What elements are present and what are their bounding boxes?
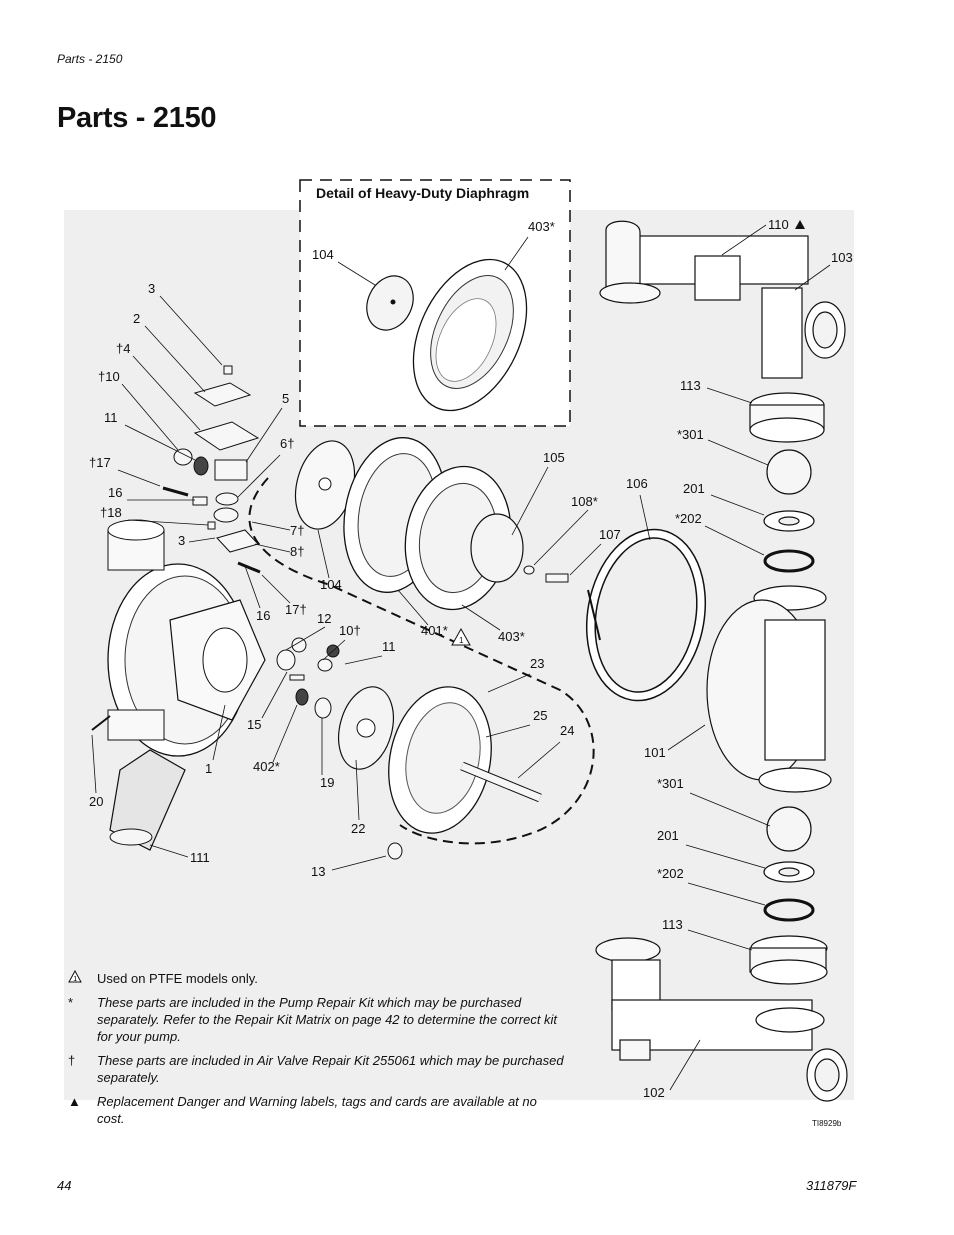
note-air-valve-kit: † These parts are included in Air Valve … bbox=[64, 1052, 564, 1086]
note-labels-text: Replacement Danger and Warning labels, t… bbox=[97, 1094, 537, 1126]
callout: 108* bbox=[571, 494, 598, 509]
callout: *301 bbox=[657, 776, 684, 791]
callout: 107 bbox=[599, 527, 621, 542]
callout: 12 bbox=[317, 611, 331, 626]
callout: 8† bbox=[290, 544, 304, 559]
callout: *202 bbox=[675, 511, 702, 526]
ptfe-warning-icon: 1 bbox=[451, 627, 471, 646]
callout: 16 bbox=[256, 608, 270, 623]
inlet-manifold bbox=[595, 937, 848, 1102]
center-section bbox=[91, 519, 266, 757]
callout: 22 bbox=[351, 821, 365, 836]
callout: 25 bbox=[533, 708, 547, 723]
leader-lines bbox=[91, 224, 831, 1091]
callout: 5 bbox=[282, 391, 289, 406]
detail-callout-104: 104 bbox=[312, 247, 334, 262]
callout: †10 bbox=[98, 369, 120, 384]
callout: 111 bbox=[190, 850, 210, 865]
callout: 201 bbox=[683, 481, 705, 496]
document-number: 311879F bbox=[806, 1178, 857, 1193]
callout: 10† bbox=[339, 623, 361, 638]
note-pump-kit-text: These parts are included in the Pump Rep… bbox=[97, 995, 558, 1044]
callout: 16 bbox=[108, 485, 122, 500]
callout: 15 bbox=[247, 717, 261, 732]
muffler bbox=[109, 749, 186, 851]
note-air-valve-kit-text: These parts are included in Air Valve Re… bbox=[97, 1053, 564, 1085]
callout: 401* bbox=[421, 623, 448, 638]
clamp-ring-106 bbox=[585, 528, 707, 702]
detail-plate-104 bbox=[366, 275, 414, 331]
notes: 1 Used on PTFE models only. * These part… bbox=[64, 969, 564, 1134]
figure-id: TI8929b bbox=[812, 1119, 842, 1128]
upper-check-valve bbox=[749, 392, 825, 573]
air-cover-22 bbox=[338, 686, 394, 770]
callout: 1 bbox=[205, 761, 212, 776]
callout: 24 bbox=[560, 723, 574, 738]
callout: 113 bbox=[662, 917, 683, 932]
dashed-connection bbox=[248, 477, 595, 845]
callout: 201 bbox=[657, 828, 679, 843]
svg-text:1: 1 bbox=[459, 636, 464, 645]
callout: 102 bbox=[643, 1085, 665, 1100]
ptfe-note-icon: 1 bbox=[68, 969, 88, 987]
callout: 19 bbox=[320, 775, 334, 790]
callout: 110 bbox=[768, 217, 789, 232]
detail-diaphragm-403 bbox=[412, 258, 528, 412]
callout: 106 bbox=[626, 476, 648, 491]
running-header: Parts - 2150 bbox=[57, 52, 123, 66]
warning-triangle-icon bbox=[795, 220, 805, 229]
note-ptfe: 1 Used on PTFE models only. bbox=[64, 969, 564, 987]
plate-105 bbox=[470, 513, 524, 583]
callout: 20 bbox=[89, 794, 103, 809]
callout: 3 bbox=[178, 533, 185, 548]
detail-title: Detail of Heavy-Duty Diaphragm bbox=[316, 185, 529, 201]
note-ptfe-text: Used on PTFE models only. bbox=[97, 971, 258, 986]
dagger-symbol: † bbox=[68, 1053, 76, 1068]
callout: 11 bbox=[382, 639, 396, 654]
callout: †17 bbox=[89, 455, 111, 470]
callout: 6† bbox=[280, 436, 294, 451]
leader bbox=[504, 236, 529, 271]
callout: †4 bbox=[116, 341, 130, 356]
callout: *202 bbox=[657, 866, 684, 881]
callout: 113 bbox=[680, 378, 701, 393]
page-title: Parts - 2150 bbox=[57, 102, 217, 134]
page-number: 44 bbox=[57, 1178, 72, 1193]
outlet-manifold bbox=[599, 220, 846, 379]
callout: 17† bbox=[285, 602, 307, 617]
lower-check-valve bbox=[749, 806, 828, 985]
fluid-cover-23 bbox=[388, 686, 492, 834]
callouts: 3 2 †4 †10 11 †17 16 †18 3 5 6† 7† 8† 10… bbox=[89, 217, 853, 1100]
note-pump-kit: * These parts are included in the Pump R… bbox=[64, 994, 564, 1045]
triangle-icon: ▲ bbox=[68, 1094, 81, 1109]
callout: 7† bbox=[290, 523, 304, 538]
callout: 101 bbox=[644, 745, 666, 760]
callout: 105 bbox=[543, 450, 565, 465]
callout: 403* bbox=[498, 629, 525, 644]
callout: 402* bbox=[253, 759, 280, 774]
callout: 2 bbox=[133, 311, 140, 326]
callout: 104 bbox=[320, 577, 342, 592]
callout: 3 bbox=[148, 281, 155, 296]
note-labels: ▲ Replacement Danger and Warning labels,… bbox=[64, 1093, 564, 1127]
callout: 23 bbox=[530, 656, 544, 671]
callout: *301 bbox=[677, 427, 704, 442]
asterisk-symbol: * bbox=[68, 995, 74, 1010]
leader bbox=[337, 261, 376, 286]
air-valve-parts bbox=[162, 365, 340, 719]
svg-text:1: 1 bbox=[73, 976, 77, 983]
callout: 13 bbox=[311, 864, 325, 879]
detail-callout-403: 403* bbox=[528, 219, 555, 234]
fluid-cover-101 bbox=[706, 585, 832, 793]
callout: 103 bbox=[831, 250, 853, 265]
shaft-24 bbox=[460, 761, 542, 803]
callout: †18 bbox=[100, 505, 122, 520]
callout: 11 bbox=[104, 410, 118, 425]
